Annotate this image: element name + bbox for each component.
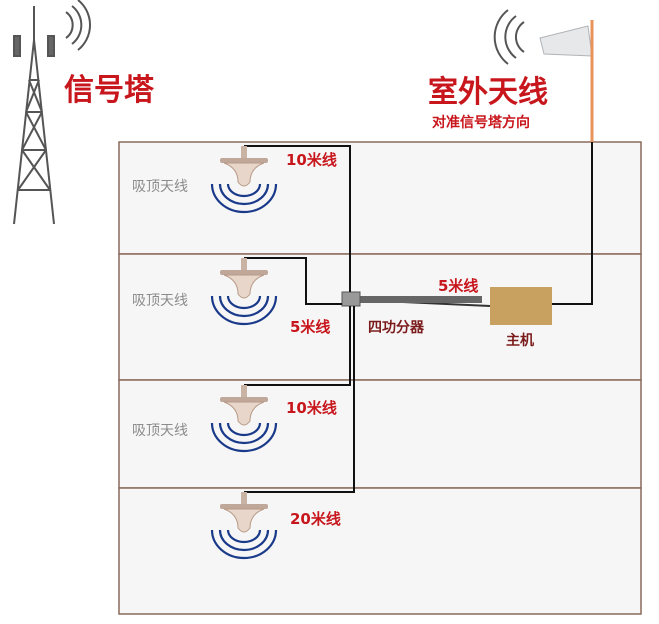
host-cable-label: 5米线 xyxy=(438,277,479,295)
signal-wave xyxy=(218,295,270,318)
floor-1-cable-label: 10米线 xyxy=(286,151,337,169)
floor-3-antenna-label: 吸顶天线 xyxy=(132,423,188,439)
signal-wave xyxy=(210,295,278,326)
cell-tower-icon xyxy=(13,0,91,225)
building xyxy=(118,141,642,615)
signal-wave xyxy=(218,422,270,445)
indoor-cables xyxy=(244,145,355,493)
outdoor-antenna-title: 室外天线 xyxy=(428,75,548,110)
ceiling-antenna-icon xyxy=(210,146,278,214)
signal-wave xyxy=(226,295,262,310)
host-label: 主机 xyxy=(506,333,534,349)
ceiling-antenna-icon xyxy=(210,385,278,453)
floor-3-box xyxy=(118,379,642,489)
floor-1-box xyxy=(118,141,642,255)
floor-2-antenna-label: 吸顶天线 xyxy=(132,293,188,309)
signal-wave xyxy=(226,183,262,198)
floor-1-antenna-label: 吸顶天线 xyxy=(132,179,188,195)
signal-wave xyxy=(226,422,262,437)
signal-wave xyxy=(210,422,278,453)
tower-title: 信号塔 xyxy=(64,73,154,108)
splitter-label: 四功分器 xyxy=(368,320,424,336)
floor-3-cable-label: 10米线 xyxy=(286,399,337,417)
ceiling-antenna-icon xyxy=(210,258,278,326)
panel-antenna-icon xyxy=(493,9,594,142)
outdoor-antenna-subtitle: 对准信号塔方向 xyxy=(432,115,530,131)
signal-wave xyxy=(218,529,270,552)
ceiling-antenna-icon xyxy=(210,492,278,560)
floor-2-cable-label: 5米线 xyxy=(290,318,331,336)
ceiling-antennas xyxy=(210,146,278,560)
signal-wave xyxy=(226,529,262,544)
floor-4-box xyxy=(118,487,642,615)
host-unit-box xyxy=(490,287,552,325)
floor-2-box xyxy=(118,253,642,381)
feeder-cable xyxy=(552,142,593,305)
floor-4-cable-label: 20米线 xyxy=(290,510,341,528)
signal-wave xyxy=(210,183,278,214)
signal-wave xyxy=(218,183,270,206)
signal-wave xyxy=(210,529,278,560)
